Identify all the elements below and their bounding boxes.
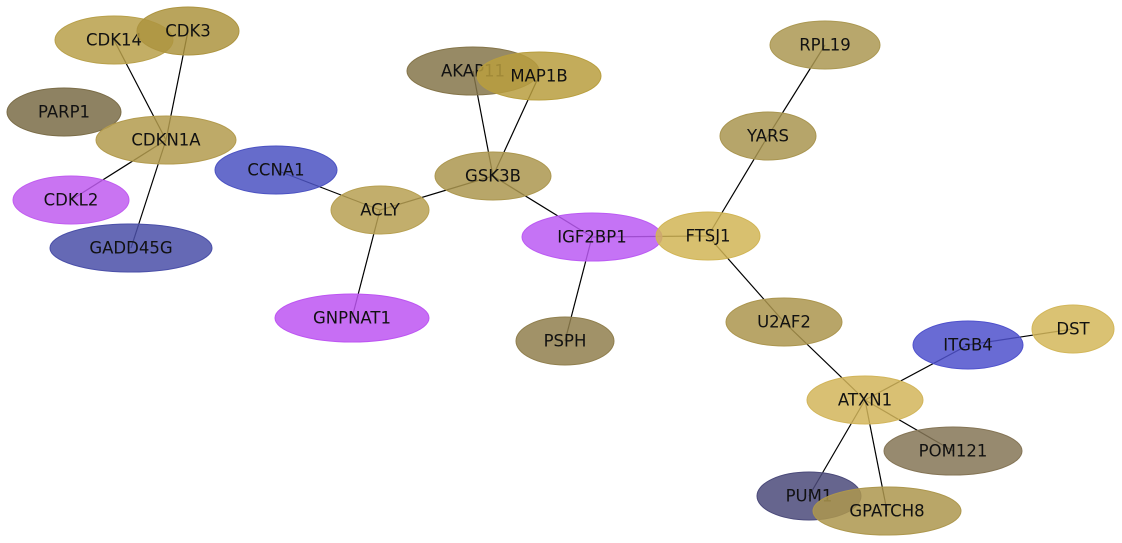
node-shape-gadd45g[interactable] bbox=[49, 223, 213, 273]
node-parp1[interactable]: PARP1 bbox=[6, 87, 122, 137]
node-gadd45g[interactable]: GADD45G bbox=[49, 223, 213, 273]
node-label-itgb4: ITGB4 bbox=[943, 336, 993, 355]
node-gnpnat1[interactable]: GNPNAT1 bbox=[274, 293, 430, 343]
node-rpl19[interactable]: RPL19 bbox=[769, 20, 881, 70]
node-gsk3b[interactable]: GSK3B bbox=[434, 151, 552, 201]
node-ftsj1[interactable]: FTSJ1 bbox=[655, 211, 761, 261]
node-label-gadd45g: GADD45G bbox=[89, 239, 172, 258]
node-cdk3[interactable]: CDK3 bbox=[136, 6, 240, 56]
node-label-cdk14: CDK14 bbox=[86, 31, 142, 50]
node-gpatch8[interactable]: GPATCH8 bbox=[812, 486, 962, 536]
node-shape-dst[interactable] bbox=[1031, 304, 1115, 354]
node-shape-itgb4[interactable] bbox=[912, 320, 1024, 370]
node-label-map1b: MAP1B bbox=[510, 67, 567, 86]
node-label-dst: DST bbox=[1056, 320, 1090, 339]
node-label-psph: PSPH bbox=[544, 332, 587, 351]
node-label-atxn1: ATXN1 bbox=[838, 391, 892, 410]
node-psph[interactable]: PSPH bbox=[515, 316, 615, 366]
node-label-cdkn1a: CDKN1A bbox=[131, 131, 201, 150]
node-label-parp1: PARP1 bbox=[38, 103, 90, 122]
node-shape-pom121[interactable] bbox=[883, 426, 1023, 476]
node-shape-gpatch8[interactable] bbox=[812, 486, 962, 536]
node-label-gsk3b: GSK3B bbox=[465, 167, 521, 186]
node-pom121[interactable]: POM121 bbox=[883, 426, 1023, 476]
node-label-ftsj1: FTSJ1 bbox=[685, 227, 730, 246]
node-label-igf2bp1: IGF2BP1 bbox=[557, 228, 626, 247]
node-shape-gnpnat1[interactable] bbox=[274, 293, 430, 343]
node-shape-cdkn1a[interactable] bbox=[95, 115, 237, 165]
node-label-gpatch8: GPATCH8 bbox=[849, 502, 924, 521]
node-shape-acly[interactable] bbox=[330, 185, 430, 235]
node-cdkn1a[interactable]: CDKN1A bbox=[95, 115, 237, 165]
node-label-u2af2: U2AF2 bbox=[757, 313, 811, 332]
node-label-cdkl2: CDKL2 bbox=[44, 191, 99, 210]
node-label-gnpnat1: GNPNAT1 bbox=[313, 309, 391, 328]
node-label-pom121: POM121 bbox=[919, 442, 988, 461]
node-shape-cdk3[interactable] bbox=[136, 6, 240, 56]
node-shape-yars[interactable] bbox=[719, 111, 817, 161]
node-label-yars: YARS bbox=[746, 127, 789, 146]
node-shape-psph[interactable] bbox=[515, 316, 615, 366]
node-shape-atxn1[interactable] bbox=[806, 375, 924, 425]
node-itgb4[interactable]: ITGB4 bbox=[912, 320, 1024, 370]
node-shape-rpl19[interactable] bbox=[769, 20, 881, 70]
node-igf2bp1[interactable]: IGF2BP1 bbox=[521, 212, 663, 262]
node-shape-gsk3b[interactable] bbox=[434, 151, 552, 201]
node-shape-parp1[interactable] bbox=[6, 87, 122, 137]
node-yars[interactable]: YARS bbox=[719, 111, 817, 161]
node-label-rpl19: RPL19 bbox=[799, 36, 851, 55]
node-shape-cdkl2[interactable] bbox=[12, 175, 130, 225]
node-shape-map1b[interactable] bbox=[476, 51, 602, 101]
node-map1b[interactable]: MAP1B bbox=[476, 51, 602, 101]
node-u2af2[interactable]: U2AF2 bbox=[725, 297, 843, 347]
node-acly[interactable]: ACLY bbox=[330, 185, 430, 235]
node-label-ccna1: CCNA1 bbox=[247, 161, 304, 180]
node-atxn1[interactable]: ATXN1 bbox=[806, 375, 924, 425]
node-dst[interactable]: DST bbox=[1031, 304, 1115, 354]
node-label-acly: ACLY bbox=[360, 201, 401, 220]
node-shape-ftsj1[interactable] bbox=[655, 211, 761, 261]
node-cdkl2[interactable]: CDKL2 bbox=[12, 175, 130, 225]
node-shape-ccna1[interactable] bbox=[214, 145, 338, 195]
node-ccna1[interactable]: CCNA1 bbox=[214, 145, 338, 195]
node-label-cdk3: CDK3 bbox=[165, 22, 211, 41]
node-shape-u2af2[interactable] bbox=[725, 297, 843, 347]
